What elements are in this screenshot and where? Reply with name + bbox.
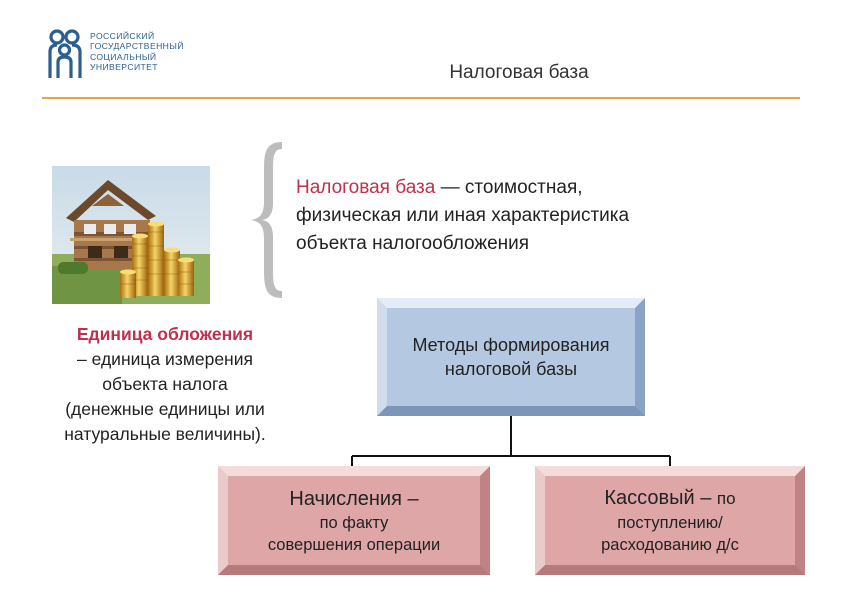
cash-head-text: Кассовый – — [604, 487, 717, 509]
cash-text: поступлению/ — [617, 512, 722, 534]
cash-head-small: по — [717, 489, 736, 508]
cash-head: Кассовый – по — [604, 485, 735, 512]
accrual-text: по факту — [320, 512, 389, 534]
cash-text: расходованию д/с — [601, 534, 739, 556]
cash-method-box: Кассовый – по поступлению/ расходованию … — [535, 466, 805, 575]
accrual-text: совершения операции — [268, 534, 440, 556]
accrual-head: Начисления – — [289, 486, 418, 512]
accrual-method-box: Начисления – по факту совершения операци… — [218, 466, 490, 575]
methods-box: Методы формирования налоговой базы — [377, 298, 645, 416]
methods-line: налоговой базы — [445, 357, 577, 381]
methods-line: Методы формирования — [412, 333, 609, 357]
